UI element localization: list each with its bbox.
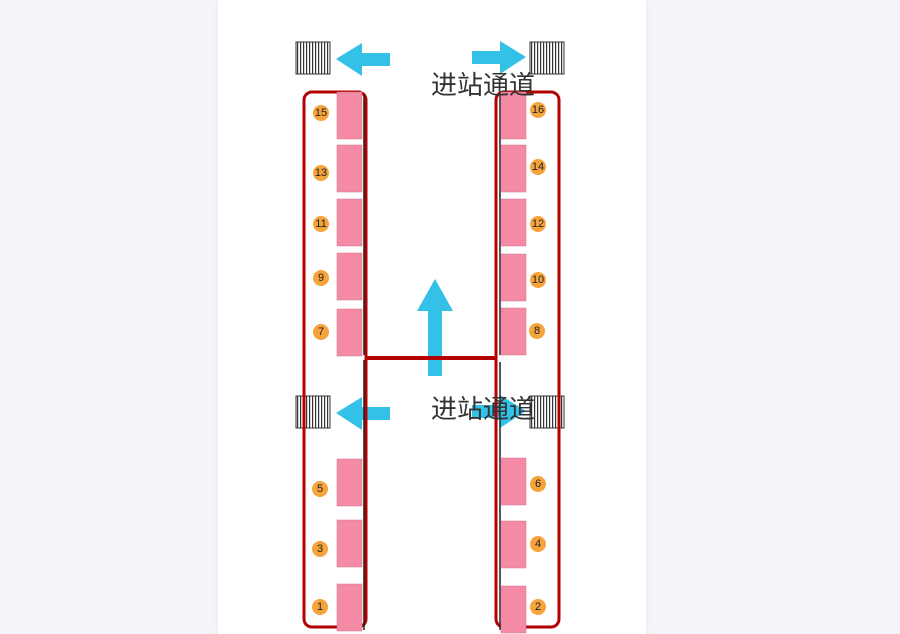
arrow-right-icon: [472, 41, 526, 74]
gate-number-label: 1: [317, 601, 323, 613]
gate-number-label: 16: [532, 104, 544, 116]
turnstile-top-left-icon: [295, 41, 331, 75]
gate-number-label: 10: [532, 274, 544, 286]
gate-number-label: 11: [315, 218, 326, 230]
gate-3[interactable]: [336, 519, 363, 568]
gate-11[interactable]: [336, 198, 363, 247]
gate-number-label: 8: [534, 325, 540, 337]
arrow-right-icon: [472, 395, 526, 428]
gate-10[interactable]: [500, 253, 527, 302]
gate-number-label: 15: [315, 107, 327, 119]
gate-5[interactable]: [336, 458, 363, 507]
upper-channel-label: 进站通道: [431, 71, 535, 101]
gate-4[interactable]: [500, 520, 527, 569]
gate-number-label: 5: [317, 483, 323, 495]
gate-7[interactable]: [336, 308, 363, 357]
gate-number-label: 13: [315, 167, 327, 179]
gate-number-label: 14: [532, 161, 544, 173]
gate-number-label: 9: [318, 272, 324, 284]
turnstile-mid-left-icon: [295, 395, 331, 429]
gate-16[interactable]: [500, 91, 527, 140]
arrow-left-icon: [336, 397, 390, 430]
arrow-up-icon: [417, 279, 453, 376]
gate-13[interactable]: [336, 144, 363, 193]
gate-8[interactable]: [500, 307, 527, 356]
gate-number-label: 4: [535, 538, 541, 550]
gate-number-label: 6: [535, 478, 541, 490]
gate-6[interactable]: [500, 457, 527, 506]
arrow-left-icon: [336, 43, 390, 76]
gate-number-label: 2: [535, 601, 541, 613]
turnstile-top-right-icon: [529, 41, 565, 75]
gate-15[interactable]: [336, 91, 363, 140]
gate-number-label: 12: [532, 218, 544, 230]
gate-1[interactable]: [336, 583, 363, 632]
gate-number-label: 7: [318, 326, 324, 338]
lower-channel-label: 进站通道: [431, 395, 535, 425]
gate-number-label: 3: [317, 543, 323, 555]
gate-2[interactable]: [500, 585, 527, 634]
gate-9[interactable]: [336, 252, 363, 301]
gate-14[interactable]: [500, 144, 527, 193]
gate-12[interactable]: [500, 198, 527, 247]
